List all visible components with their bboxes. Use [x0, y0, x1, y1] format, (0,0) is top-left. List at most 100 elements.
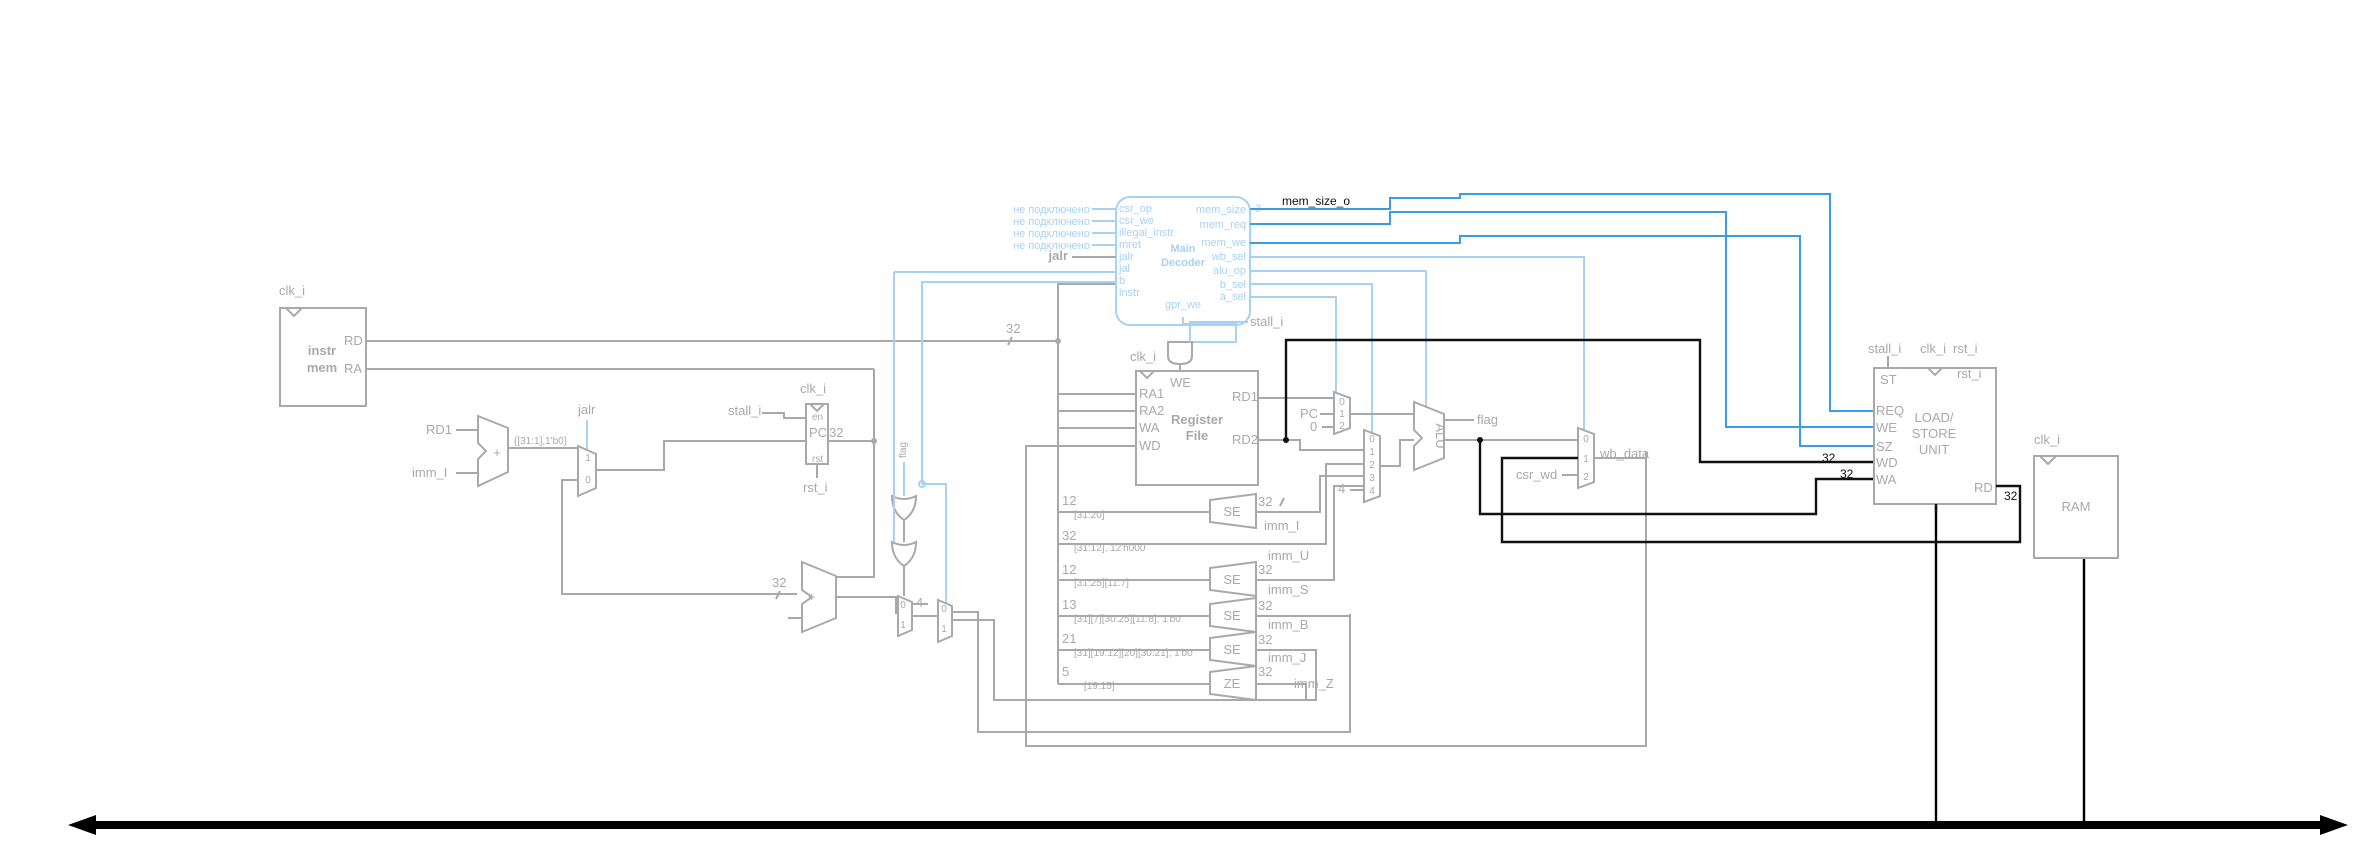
wb-mux: 0 1 2 csr_wd wb_data [1500, 426, 2022, 544]
decoder-in-jal: jal [1118, 263, 1130, 275]
imm-b-width: 13 [1062, 597, 1076, 612]
se-b: SE [1223, 608, 1241, 623]
decoder-in-csr-op: csr_op [1119, 203, 1152, 215]
nc-2: не подключено [1013, 216, 1090, 228]
rf-wd: WD [1139, 438, 1161, 453]
imm-u-name: imm_U [1268, 548, 1309, 563]
imm-z-name: imm_Z [1294, 676, 1334, 691]
imm-i-width: 12 [1062, 493, 1076, 508]
pc-adder: + 32 [772, 560, 906, 634]
lsu-title-2: STORE [1912, 426, 1957, 441]
alu-a-zero: 0 [1310, 419, 1317, 434]
pc-en-label: en [812, 412, 823, 423]
imm-z-out-width: 32 [1258, 664, 1272, 679]
lsu-rd-width: 32 [2004, 489, 2018, 503]
alu-flag: flag [1477, 412, 1498, 427]
svg-text:1: 1 [585, 453, 591, 464]
instr-bus-width: 32 [1006, 321, 1020, 336]
lsu-wa: WA [1876, 472, 1897, 487]
pc-concat-label: {[31:1],1'b0} [514, 436, 568, 447]
svg-text:2: 2 [1583, 472, 1589, 483]
decoder-in-instr: instr [1119, 287, 1140, 299]
four-const: 4 [916, 595, 923, 610]
decoder-in-jalr: jalr [1118, 251, 1134, 263]
svg-text:1: 1 [1369, 447, 1375, 458]
svg-text:0: 0 [585, 475, 591, 486]
decoder-out-alu-op: alu_op [1213, 265, 1246, 277]
imm-i-field: [31:20] [1074, 510, 1105, 521]
imm-j-name: imm_J [1268, 650, 1306, 665]
branch-logic: flag 0 1 4 0 1 [890, 272, 1351, 733]
svg-text:0: 0 [1369, 434, 1375, 445]
se-s: SE [1223, 572, 1241, 587]
pc-clk-label: clk_i [800, 381, 826, 396]
svg-text:4: 4 [1369, 486, 1375, 497]
ram-block: clk_i RAM [2033, 432, 2119, 559]
decoder-out-mem-we: mem_we [1201, 237, 1246, 249]
adder-rd1-label: RD1 [426, 422, 452, 437]
register-file: clk_i Register File RA1 RA2 WA WD RD1 RD… [1025, 314, 1874, 747]
decoder-title-2: Decoder [1161, 257, 1206, 269]
svg-text:0: 0 [941, 604, 947, 615]
instr-mem-ra: RA [344, 361, 362, 376]
nc-3: не подключено [1013, 228, 1090, 240]
ram-clk: clk_i [2034, 432, 2060, 447]
svg-text:1: 1 [1339, 409, 1345, 420]
lsu-wa-width: 32 [1840, 467, 1854, 481]
imm-i-name: imm_I [1264, 518, 1299, 533]
pc-adder-plus: + [808, 589, 816, 604]
nc-1: не подключено [1013, 204, 1090, 216]
rf-ra2: RA2 [1139, 403, 1164, 418]
adder-imm-label: imm_I [412, 465, 447, 480]
lsu-wd: WD [1876, 455, 1898, 470]
svg-text:2: 2 [1369, 460, 1375, 471]
decoder-out-b-sel: b_sel [1220, 279, 1246, 291]
imm-s-out-width: 32 [1258, 562, 1272, 577]
alu-a-pc: PC [1300, 406, 1318, 421]
lsu-block: stall_i clk_i rst_i rst_i ST REQ WE SZ W… [1822, 341, 2022, 512]
rf-title-1: Register [1171, 412, 1223, 427]
decoder-out-mem-req: mem_req [1200, 219, 1246, 231]
decoder-in-csr-we: csr_we [1119, 215, 1154, 227]
decoder-in-mret: mret [1119, 239, 1141, 251]
instr-mem-title-2: mem [307, 360, 337, 375]
svg-text:0: 0 [1583, 434, 1589, 445]
jalr-mux-sel-label: jalr [577, 402, 596, 417]
decoder-jalr-ext: jalr [1047, 248, 1068, 263]
instr-bus-wires: 32 [366, 283, 1118, 684]
lsu-clk-label: clk_i [1920, 341, 1946, 356]
pc-rst-label: rst_i [803, 480, 828, 495]
imm-i-out-width: 32 [1258, 494, 1272, 509]
imm-j-out-width: 32 [1258, 632, 1272, 647]
mem-size-o-label: mem_size_o [1282, 194, 1350, 208]
decoder-in-illegal: illegal_instr [1119, 227, 1174, 239]
imm-generators: 12 [31:20] 32 [31:12], 12'h000 12 [31:25… [1058, 463, 1364, 702]
svg-text:0: 0 [1339, 397, 1345, 408]
pc-width: 32 [829, 425, 843, 440]
lsu-title-3: UNIT [1919, 442, 1949, 457]
wb-data-label: wb_data [1599, 446, 1650, 461]
alu-src-a-mux: 0 1 2 PC 0 [1300, 390, 1414, 436]
decoder-out-gpr-we: gpr_we [1165, 299, 1201, 311]
pc-reg-label: PC [809, 425, 827, 440]
system-bus [68, 505, 2348, 835]
pc-stall-label: stall_i [728, 403, 761, 418]
lsu-rst-label: rst_i [1953, 341, 1978, 356]
rf-clk: clk_i [1130, 349, 1156, 364]
pc-adder-width: 32 [772, 575, 786, 590]
rf-rd1: RD1 [1232, 389, 1258, 404]
instr-mem-rd: RD [344, 333, 363, 348]
pc-register: clk_i en PC rst 32 stall_i rst_i [728, 381, 877, 495]
imm-z-width: 5 [1062, 664, 1069, 679]
svg-text:0: 0 [900, 600, 906, 611]
imm-b-out-width: 32 [1258, 598, 1272, 613]
rf-stall: stall_i [1250, 314, 1283, 329]
decoder-out-mem-size: mem_size [1196, 204, 1246, 216]
se-j: SE [1223, 642, 1241, 657]
imm-j-field: [31][19:12][20][30:21], 1'b0 [1074, 648, 1193, 659]
lsu-title-1: LOAD/ [1914, 410, 1953, 425]
flag-label-vert: flag [898, 442, 909, 458]
lsu-we: WE [1876, 420, 1897, 435]
lsu-req: REQ [1876, 403, 1904, 418]
decoder-out-wb-sel: wb_sel [1211, 251, 1246, 263]
